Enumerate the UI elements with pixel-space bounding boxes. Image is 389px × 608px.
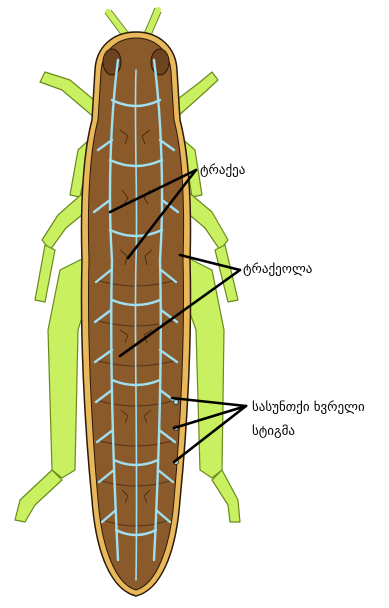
label-tracheole: ტრაქეოლა bbox=[243, 262, 312, 278]
front-left-leg bbox=[40, 72, 100, 118]
label-stigma: სტიგმა bbox=[252, 424, 295, 440]
label-spiracle: სასუნთქი ხვრელი bbox=[252, 400, 365, 416]
label-trachea: ტრაქეა bbox=[200, 163, 245, 179]
